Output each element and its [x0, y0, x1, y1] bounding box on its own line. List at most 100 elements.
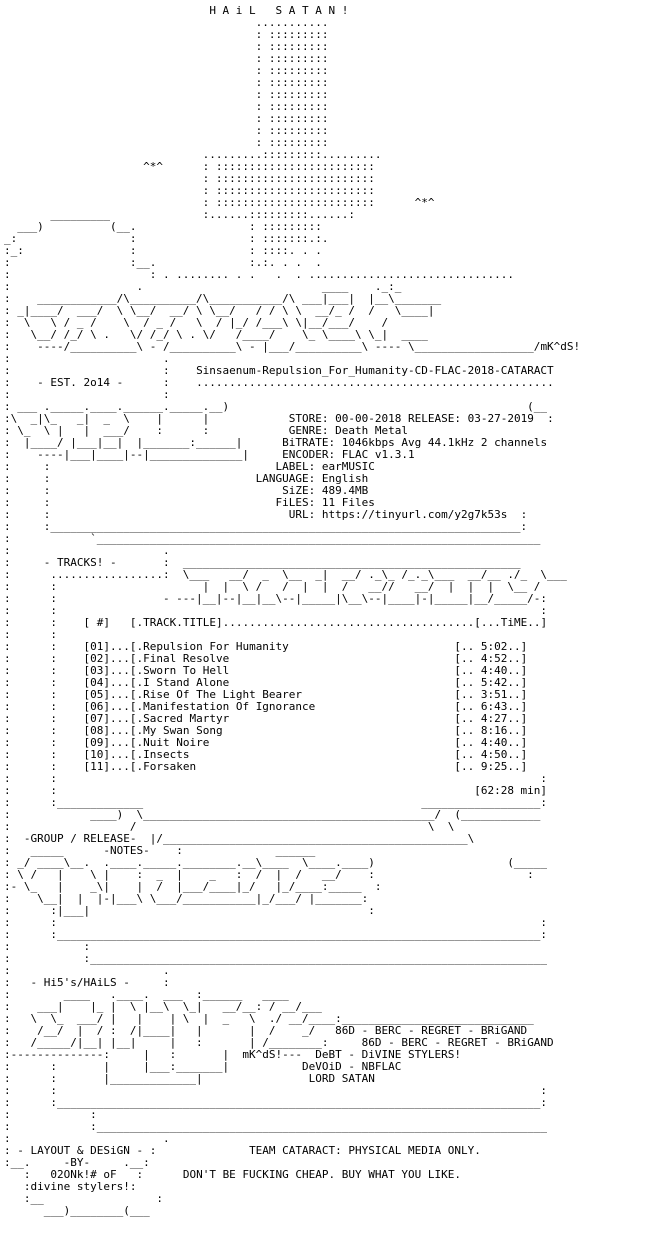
info-value-genre: Death Metal: [335, 424, 409, 437]
art-line: : :__. :.:. . . .: [4, 256, 322, 269]
info-value-size: 489.4MB: [321, 484, 369, 497]
track-time: [.. 4:40..]: [454, 664, 528, 677]
layout-by: -BY-: [63, 1156, 91, 1169]
art-line: : : :: [4, 1084, 548, 1097]
info-value-files: 11 Files: [321, 496, 375, 509]
notes-logo-line: : _/ ____\__. .____._____.________.__\__…: [4, 856, 548, 869]
info-row: : : URL: https://tinyurl.com/y2g7k53s :: [4, 508, 528, 521]
art-line: : :: [4, 628, 57, 641]
art-line: _________ :......:::::::::......:: [4, 208, 355, 221]
track-row: : : [03]...[.Sworn To Hell [.. 4:40..]: [4, 664, 528, 677]
track-num: [02]: [83, 652, 110, 665]
est-line: : - EST. 2o14 - : ......................…: [4, 376, 554, 389]
tracks-logo-line: : .................: \___ __/ _ \__ _| _…: [4, 568, 567, 581]
art-line: : :::::::::: [4, 100, 329, 113]
tracks-logo-line: : - TRACKS! - : ________________________…: [4, 556, 521, 569]
info-row: : |____/ |___|__| |_______:______| BiTRA…: [4, 436, 548, 449]
greets-logo-line: : ___| |_ | \ |__\ \_| __/__: / __/___: [4, 1000, 322, 1013]
info-label-genre: GENRE:: [288, 424, 329, 437]
logo-line: : \__/ /_/ \ . \/ /_/ \ . \/ /____/ \_ \…: [4, 328, 428, 341]
art-line: : :::::::::: [4, 40, 329, 53]
info-row: : : LANGUAGE: English: [4, 472, 369, 485]
logo-signature: mK^dS!: [540, 340, 581, 353]
track-title: [.I Stand Alone: [129, 676, 230, 689]
greets-logo-line: : /__/ | / : /|____| | | / _/ 86D - BERC…: [4, 1024, 528, 1037]
greets-line-2: DeBT - DiVINE STYLERS!: [315, 1048, 461, 1061]
track-time: [.. 3:51..]: [454, 688, 528, 701]
tracks-total: [62:28 min]: [474, 784, 548, 797]
art-line: : ____) \_______________________________…: [4, 808, 541, 821]
greets-line-1: 86D - BERC - REGRET - BRiGAND: [361, 1036, 554, 1049]
art-line: : :::::::::: [4, 88, 329, 101]
art-line: : . ____ ._:_: [4, 280, 402, 293]
layout-author: 02ONk!# oF: [50, 1168, 117, 1181]
track-time: [.. 4:40..]: [454, 736, 528, 749]
art-line: : :::::::::: [4, 112, 329, 125]
banner-text: H A i L S A T A N !: [209, 4, 349, 17]
track-title: [.Insects: [129, 748, 190, 761]
art-line: : : :: [4, 772, 548, 785]
art-line: .........:::::::::.........: [4, 148, 382, 161]
art-line: : :::::::::: [4, 64, 329, 77]
art-line: : :_____________________________________…: [4, 952, 548, 965]
track-row: : : [08]...[.My Swan Song [.. 8:16..]: [4, 724, 528, 737]
art-line: :__ :: [4, 1192, 163, 1205]
layout-group: divine stylers!: [30, 1180, 130, 1193]
greets-line-4: LORD SATAN: [308, 1072, 375, 1085]
art-line: : ::::::::::::::::::::::::: [4, 172, 375, 185]
art-line: : :: [4, 388, 170, 401]
logo-line: : _|____/ ___/ \ \__/ __/ \ \__/ / / \ \…: [4, 304, 435, 317]
track-num: [10]: [83, 748, 110, 761]
track-num: [04]: [83, 676, 110, 689]
track-row: : : [02]...[.Final Resolve [.. 4:52..]: [4, 652, 528, 665]
info-label-store: STORE:: [288, 412, 329, 425]
track-row: : : [05]...[.Rise Of The Light Bearer [.…: [4, 688, 528, 701]
track-num: [06]: [83, 700, 110, 713]
art-line: : / \ \: [4, 820, 455, 833]
tracks-total-row: : : [62:28 min]: [4, 784, 548, 797]
info-label-files: FiLES:: [275, 496, 316, 509]
tracks-logo-line: : : - ---|__|--|__|__\--|_____|\__\--|__…: [4, 592, 548, 605]
track-time: [.. 4:27..]: [454, 712, 528, 725]
notes-label-row: : _____ -NOTES- : ______: [4, 844, 316, 857]
track-time: [.. 5:42..]: [454, 676, 528, 689]
art-line: :_: : : ::::. . .: [4, 244, 322, 257]
art-line: : :_____________ __________________:: [4, 796, 548, 809]
track-time: [.. 6:43..]: [454, 700, 528, 713]
art-line: : :: [4, 940, 91, 953]
art-line: : :::::::::: [4, 136, 329, 149]
art-line: _: : : :::::::.:.: [4, 232, 329, 245]
art-line: : :: [4, 1108, 97, 1121]
greets-logo-line: : \ \_ ___/ | | | \ | _ \ ./ __/____:___…: [4, 1012, 534, 1025]
art-line: : :_____________________________________…: [4, 1096, 548, 1109]
track-title: [.Sworn To Hell: [129, 664, 230, 677]
tracks-header-num: [ #]: [83, 616, 110, 629]
track-title: [.Repulsion For Humanity: [129, 640, 289, 653]
art-line: ...........: [4, 16, 329, 29]
art-line: : :::::::::: [4, 76, 329, 89]
track-num: [07]: [83, 712, 110, 725]
footer-row: : 02ONk!# oF : DON'T BE FUCKING CHEAP. B…: [4, 1168, 461, 1181]
art-line: : :_____________________________________…: [4, 928, 548, 941]
greets-section-label: - Hi5's/HAiLS -: [30, 976, 130, 989]
info-value-encoder: FLAC v1.3.1: [341, 448, 415, 461]
info-value-language: English: [321, 472, 369, 485]
art-line: ^*^ : ::::::::::::::::::::::::: [4, 160, 375, 173]
info-label-bitrate: BiTRATE:: [282, 436, 336, 449]
greets-line: : : | |___:_______| DeVOiD - NBFLAC: [4, 1060, 402, 1073]
art-line: : : :: [4, 916, 548, 929]
tracks-logo-line: : : | | \ / / | | / __// __/ | | | \__ /: [4, 580, 541, 593]
info-value-bitrate: 1046kbps Avg 44.1kHz 2 channels: [341, 436, 548, 449]
greets-label-row: : - Hi5's/HAiLS - :: [4, 976, 170, 989]
track-row: : : [06]...[.Manifestation Of Ignorance …: [4, 700, 528, 713]
release-line: : : Sinsaenum-Repulsion_For_Humanity-CD-…: [4, 364, 554, 377]
info-row: : \_ \ | | ___/ : : GENRE: Death Metal: [4, 424, 409, 437]
art-line: : .: [4, 1132, 170, 1145]
track-num: [01]: [83, 640, 110, 653]
notes-logo-line: : \__| | |-|___\ \___/___________|_/___/…: [4, 892, 369, 905]
info-value-label: earMUSIC: [321, 460, 375, 473]
art-line: : .: [4, 964, 170, 977]
info-label-label: LABEL:: [275, 460, 316, 473]
info-row: : : LABEL: earMUSIC: [4, 460, 375, 473]
art-line: ___)________(___: [4, 1204, 150, 1217]
